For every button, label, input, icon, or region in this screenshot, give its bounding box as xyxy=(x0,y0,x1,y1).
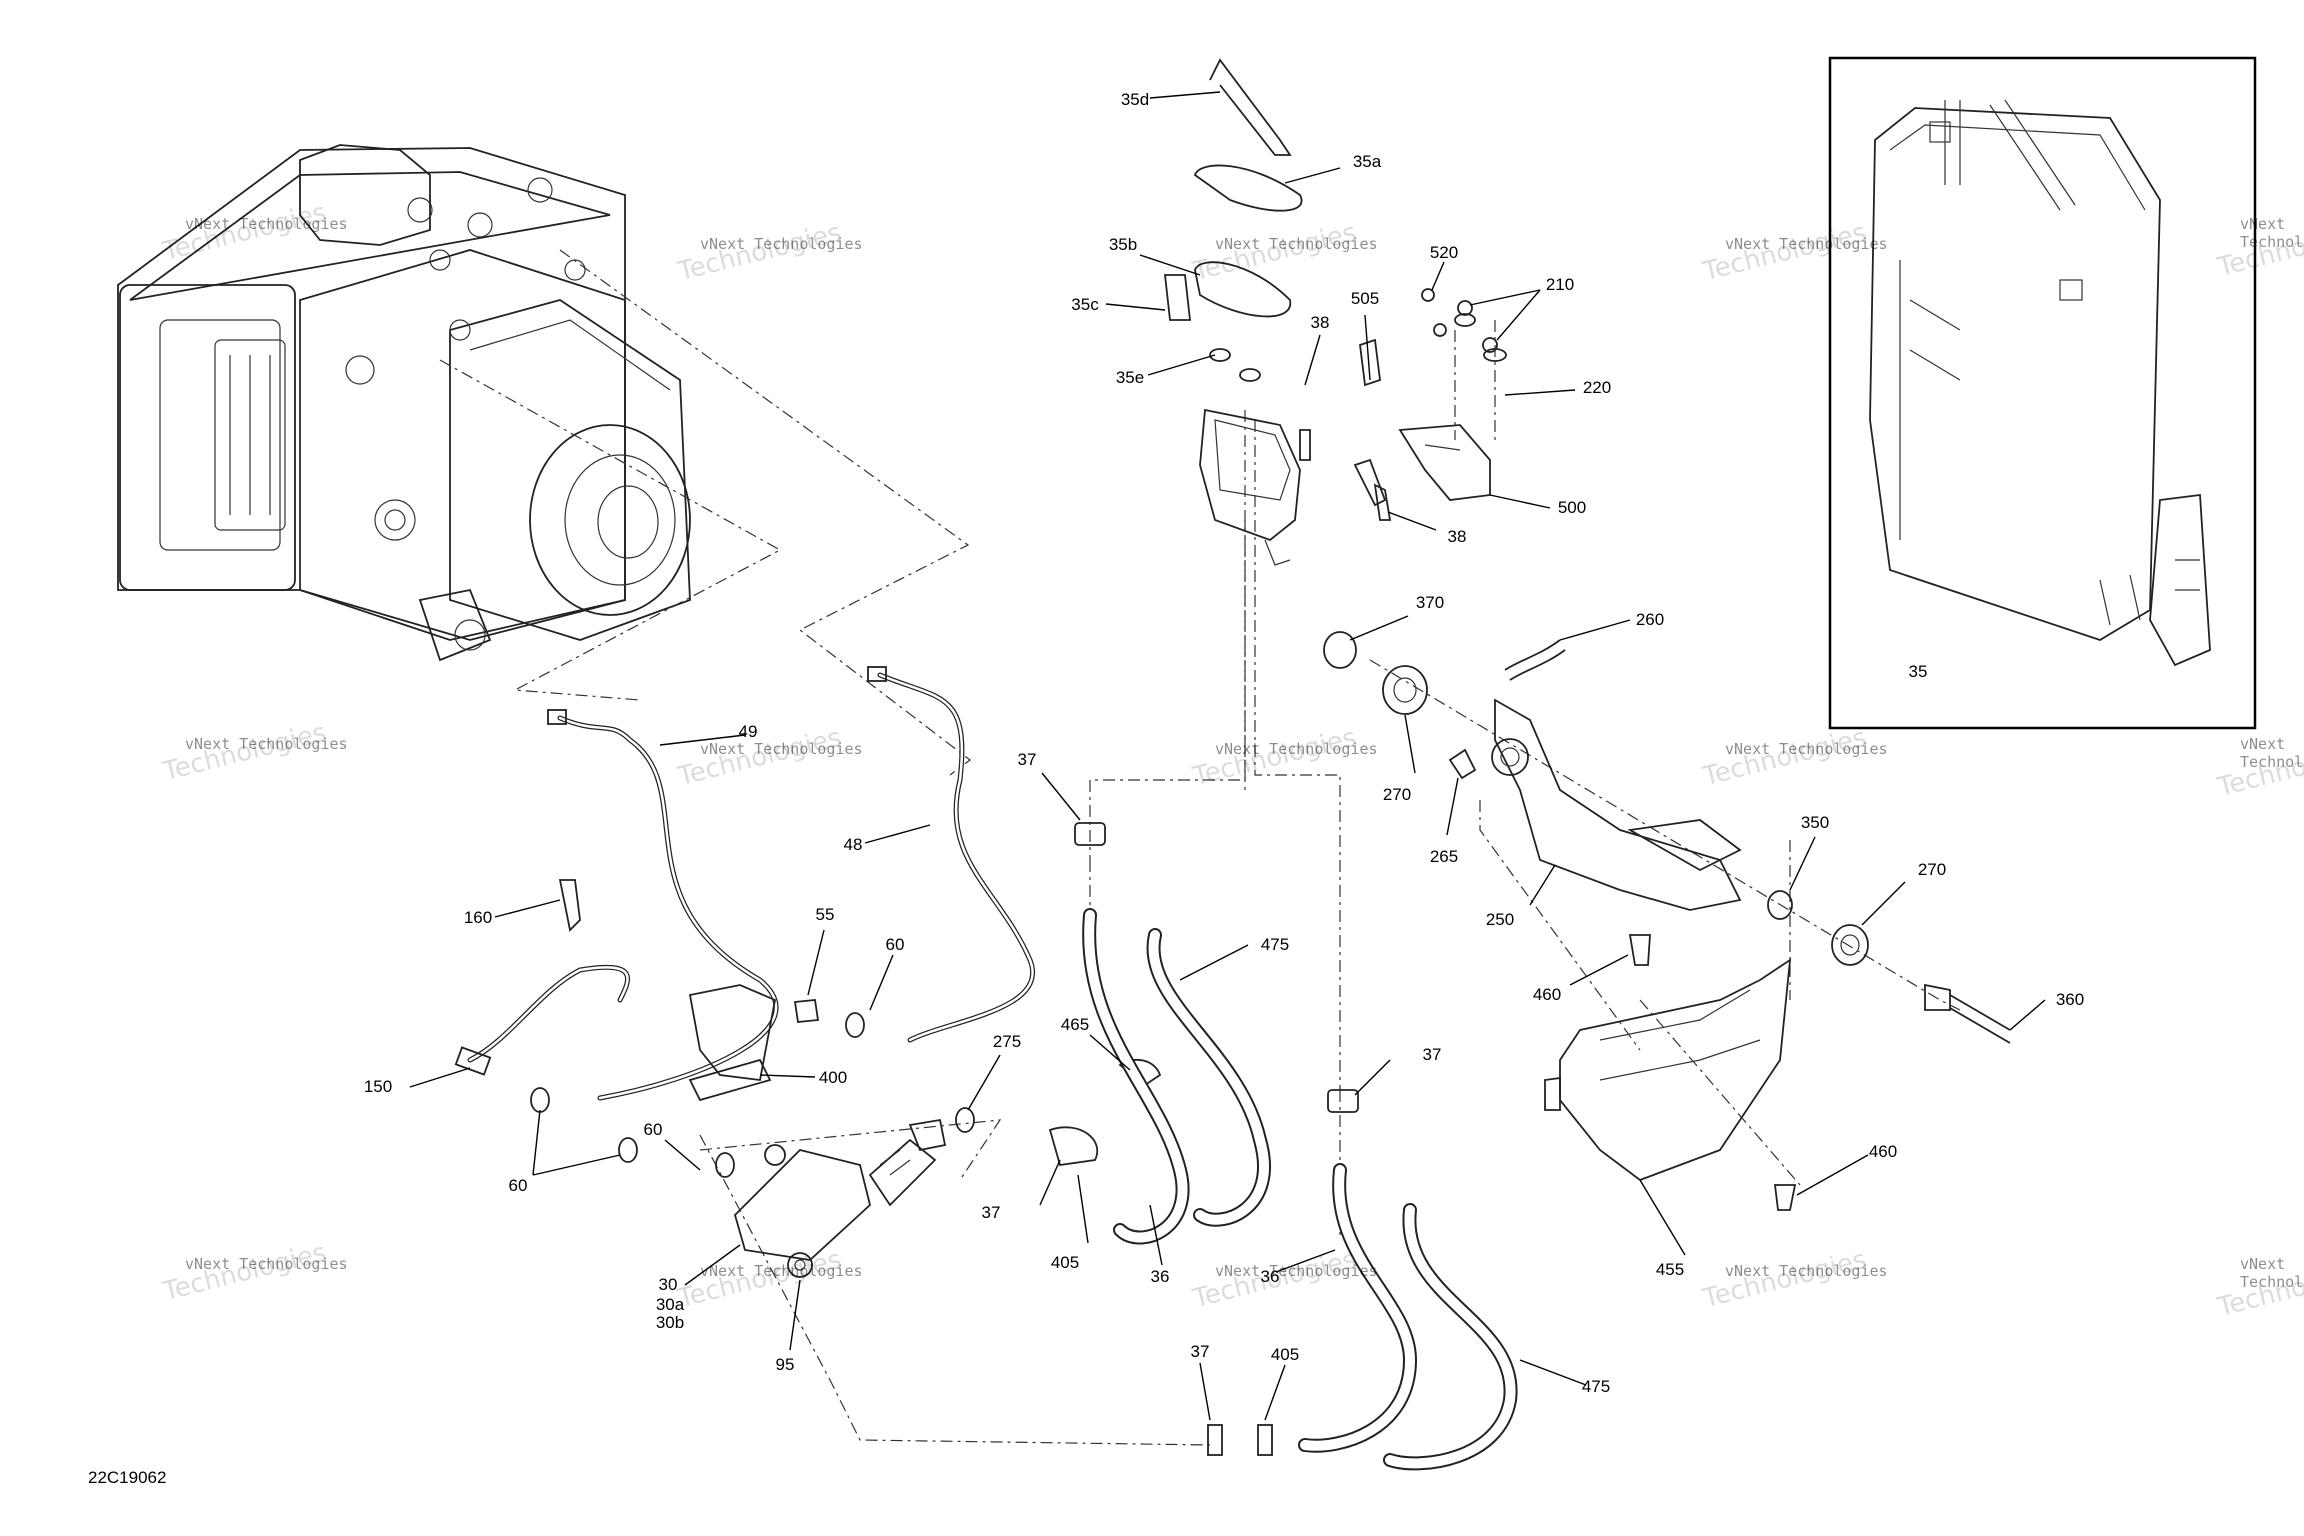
callout-37-upper: 37 xyxy=(1017,750,1037,769)
callout-405-bottom: 405 xyxy=(1270,1345,1300,1364)
callout-210: 210 xyxy=(1545,275,1575,294)
reservoir xyxy=(1163,58,1311,566)
callout-520: 520 xyxy=(1429,243,1459,262)
callout-49: 49 xyxy=(738,722,758,741)
hoses xyxy=(1082,908,1518,1471)
leader-lines xyxy=(409,91,2046,1421)
callout-30: 30 xyxy=(658,1275,678,1294)
callout-35: 35 xyxy=(1908,662,1928,681)
callout-38-bottom: 38 xyxy=(1447,527,1467,546)
callout-405-left: 405 xyxy=(1050,1253,1080,1272)
callout-475-lower: 475 xyxy=(1581,1377,1611,1396)
callout-95: 95 xyxy=(775,1355,795,1374)
callout-160: 160 xyxy=(463,908,493,927)
callout-220: 220 xyxy=(1582,378,1612,397)
master-cylinder xyxy=(688,984,947,1278)
callout-505: 505 xyxy=(1350,289,1380,308)
callout-35c: 35c xyxy=(1071,295,1099,314)
inset-box xyxy=(1828,56,2257,730)
callout-60-lower: 60 xyxy=(643,1120,663,1139)
document-reference: 22C19062 xyxy=(88,1468,167,1487)
line-150 xyxy=(454,879,631,1076)
callout-35a: 35a xyxy=(1352,152,1382,171)
callout-37-bottom: 37 xyxy=(1190,1342,1210,1361)
callout-36-left: 36 xyxy=(1150,1267,1170,1286)
callout-400: 400 xyxy=(818,1068,848,1087)
callout-465: 465 xyxy=(1060,1015,1090,1034)
callout-370: 370 xyxy=(1415,593,1445,612)
callout-250: 250 xyxy=(1485,910,1515,929)
bracket-500 xyxy=(1353,288,1507,521)
callout-265: 265 xyxy=(1429,847,1459,866)
callout-60-left: 60 xyxy=(508,1176,528,1195)
callout-270-right: 270 xyxy=(1917,860,1947,879)
callout-35d: 35d xyxy=(1120,90,1150,109)
callout-150: 150 xyxy=(363,1077,393,1096)
callout-35e: 35e xyxy=(1115,368,1145,387)
callout-38-top: 38 xyxy=(1310,313,1330,332)
callout-37-right: 37 xyxy=(1422,1045,1442,1064)
callout-475-upper: 475 xyxy=(1260,935,1290,954)
callout-500: 500 xyxy=(1557,498,1587,517)
brake-lines xyxy=(547,666,1035,1101)
callout-30b: 30b xyxy=(655,1313,685,1332)
callout-60-mid: 60 xyxy=(885,935,905,954)
callout-360: 360 xyxy=(2055,990,2085,1009)
callout-260: 260 xyxy=(1635,610,1665,629)
callout-37-left: 37 xyxy=(981,1203,1001,1222)
callout-275: 275 xyxy=(992,1032,1022,1051)
pedal-assembly xyxy=(1323,631,2011,1044)
callout-48: 48 xyxy=(843,835,863,854)
small-parts xyxy=(530,822,1359,1456)
abs-module xyxy=(117,144,691,662)
callout-270-left: 270 xyxy=(1382,785,1412,804)
cover-455 xyxy=(1544,934,1797,1211)
callout-36-right: 36 xyxy=(1260,1267,1280,1286)
callout-460-bottom: 460 xyxy=(1868,1142,1898,1161)
callout-35b: 35b xyxy=(1108,235,1138,254)
callout-460-top: 460 xyxy=(1532,985,1562,1004)
callout-455: 455 xyxy=(1655,1260,1685,1279)
callout-55: 55 xyxy=(815,905,835,924)
callout-30a: 30a xyxy=(655,1295,685,1314)
callout-350: 350 xyxy=(1800,813,1830,832)
